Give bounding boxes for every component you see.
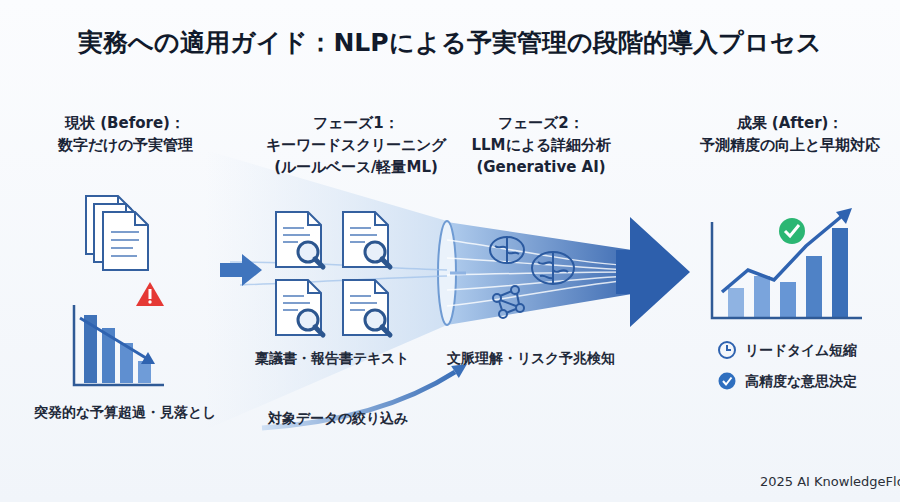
stage-heading: フェーズ2： LLMによる詳細分析 (Generative AI)	[466, 112, 616, 178]
stage-group: フェーズ1： キーワードスクリーニング (ルールベース/軽量ML)稟議書・報告書…	[262, 112, 450, 372]
stage-group: 現状 (Before)： 数字だけの予実管理突発的な予算超過・見落とし	[30, 112, 220, 424]
flow-arrow	[220, 254, 262, 286]
stage-note: 稟議書・報告書テキスト	[255, 348, 409, 368]
stage-note: 突発的な予算超過・見落とし	[30, 402, 220, 422]
stage-heading: 成果 (After)： 予測精度の向上と早期対応	[690, 112, 890, 156]
stage-group: 成果 (After)： 予測精度の向上と早期対応リードタイム短縮高精度な意思決定	[690, 112, 890, 394]
stage-heading: フェーズ1： キーワードスクリーニング (ルールベース/軽量ML)	[262, 112, 450, 178]
note-label: 対象データの絞り込み	[268, 410, 408, 428]
flow-arrow	[616, 217, 690, 327]
note-label: 2025 AI KnowledgeFlow	[760, 474, 900, 489]
stage-note: 文脈理解・リスク予兆検知	[447, 348, 615, 368]
stage-heading: 現状 (Before)： 数字だけの予実管理	[30, 112, 220, 156]
diagram-title: 実務への適用ガイド：NLPによる予実管理の段階的導入プロセス	[0, 26, 900, 59]
stage-group: フェーズ2： LLMによる詳細分析 (Generative AI)文脈理解・リス…	[466, 112, 616, 372]
flow-line	[450, 272, 466, 275]
stage-note: 高精度な意思決定	[745, 371, 857, 391]
stage-note: リードタイム短縮	[745, 340, 857, 360]
